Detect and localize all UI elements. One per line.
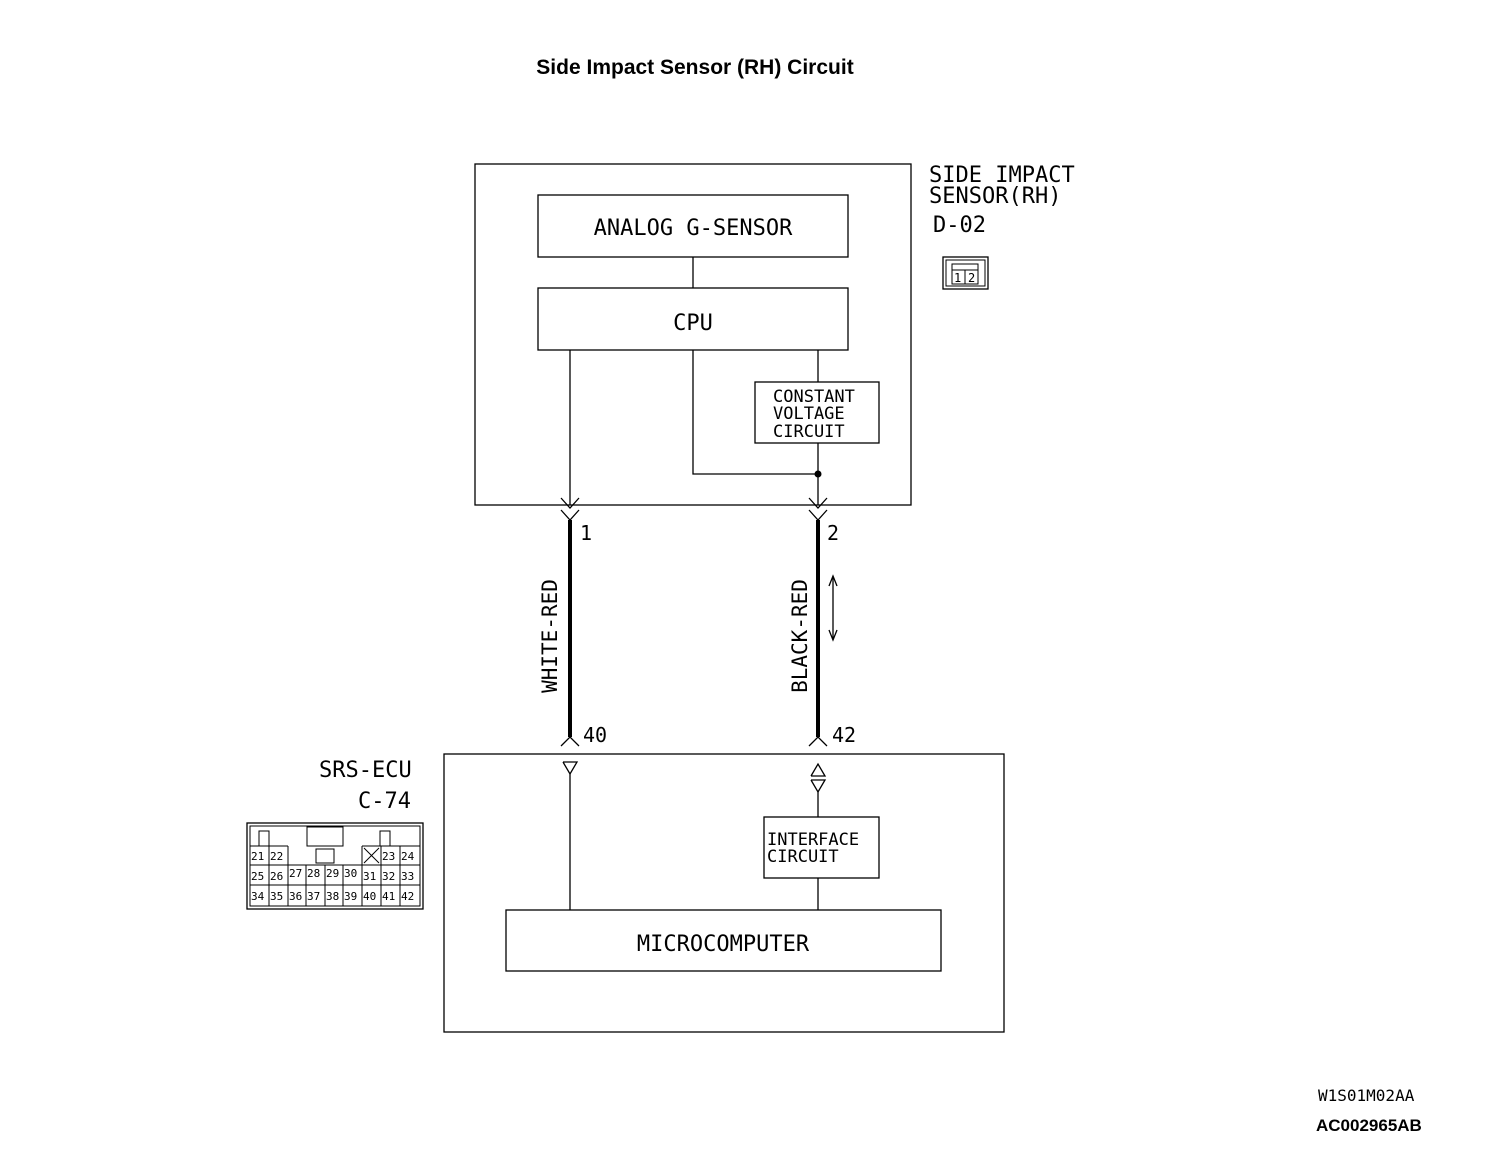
sensor-terminal-1-mark	[560, 497, 580, 509]
svg-text:23: 23	[382, 850, 395, 863]
svg-text:42: 42	[401, 890, 414, 903]
sensor-connector-id: D-02	[933, 213, 986, 238]
constant-voltage-label-line3: CIRCUIT	[773, 422, 845, 442]
side-impact-sensor-box	[474, 163, 912, 506]
microcomputer-block	[505, 909, 942, 972]
svg-text:32: 32	[382, 870, 395, 883]
svg-text:40: 40	[363, 890, 376, 903]
ecu-connector-id: C-74	[358, 789, 411, 814]
cpu-label: CPU	[673, 311, 713, 336]
svg-text:35: 35	[270, 890, 283, 903]
constant-voltage-label-line2: VOLTAGE	[773, 404, 845, 424]
sensor-name-line1: SIDE IMPACT	[929, 163, 1075, 188]
microcomputer-label: MICROCOMPUTER	[637, 932, 810, 957]
white-red-wire-label: WHITE-RED	[538, 579, 562, 693]
ecu-pin-40-number: 40	[583, 723, 607, 747]
ecu-connector-pin-labels: 21 22 23 24 25 26 27 28 29 30 31 32 33 3…	[251, 850, 415, 903]
svg-text:34: 34	[251, 890, 265, 903]
sensor-terminal-2-mark	[808, 497, 828, 509]
sensor-connector-pin-2: 2	[968, 271, 975, 285]
sensor-connector-icon	[942, 256, 989, 290]
svg-text:25: 25	[251, 870, 264, 883]
interface-label-line2: CIRCUIT	[767, 847, 839, 867]
svg-text:36: 36	[289, 890, 302, 903]
cpu-ground-trace	[692, 350, 818, 475]
black-red-wire-label: BLACK-RED	[788, 579, 812, 693]
svg-text:29: 29	[326, 867, 339, 880]
ecu-pin-42-number: 42	[832, 723, 856, 747]
srs-ecu-box	[443, 753, 1005, 1033]
svg-text:22: 22	[270, 850, 283, 863]
ecu-bidir-42-up-arrow	[810, 762, 827, 777]
reference-code: AC002965AB	[1316, 1116, 1422, 1135]
svg-text:41: 41	[382, 890, 395, 903]
svg-text:31: 31	[363, 870, 376, 883]
interface-circuit-block	[763, 816, 880, 879]
diagram-title: Side Impact Sensor (RH) Circuit	[536, 56, 854, 79]
sensor-pin-2-number: 2	[827, 521, 839, 545]
svg-text:33: 33	[401, 870, 414, 883]
drawing-code: W1S01M02AA	[1318, 1086, 1415, 1105]
interface-label-line1: INTERFACE	[767, 830, 859, 850]
ecu-input-40-arrow	[562, 761, 579, 776]
constant-voltage-label-line1: CONSTANT	[773, 387, 855, 407]
svg-text:38: 38	[326, 890, 339, 903]
g-sensor-label: ANALOG G-SENSOR	[594, 216, 793, 241]
svg-text:39: 39	[344, 890, 357, 903]
splice-junction-dot	[814, 470, 822, 478]
svg-text:37: 37	[307, 890, 320, 903]
ecu-name: SRS-ECU	[319, 758, 412, 783]
svg-text:21: 21	[251, 850, 264, 863]
constant-voltage-circuit-block	[754, 381, 880, 444]
svg-text:30: 30	[344, 867, 357, 880]
svg-text:28: 28	[307, 867, 320, 880]
ecu-terminal-40-mark	[560, 736, 580, 747]
ecu-bidir-42-down-arrow	[810, 779, 827, 794]
ecu-connector-icon	[246, 822, 424, 910]
svg-text:27: 27	[289, 867, 302, 880]
sensor-name-line2: SENSOR(RH)	[929, 184, 1061, 209]
svg-text:26: 26	[270, 870, 283, 883]
ecu-terminal-42-mark	[808, 736, 828, 747]
sensor-pin-1-number: 1	[580, 521, 592, 545]
svg-text:24: 24	[401, 850, 415, 863]
sensor-connector-pin-1: 1	[954, 271, 961, 285]
